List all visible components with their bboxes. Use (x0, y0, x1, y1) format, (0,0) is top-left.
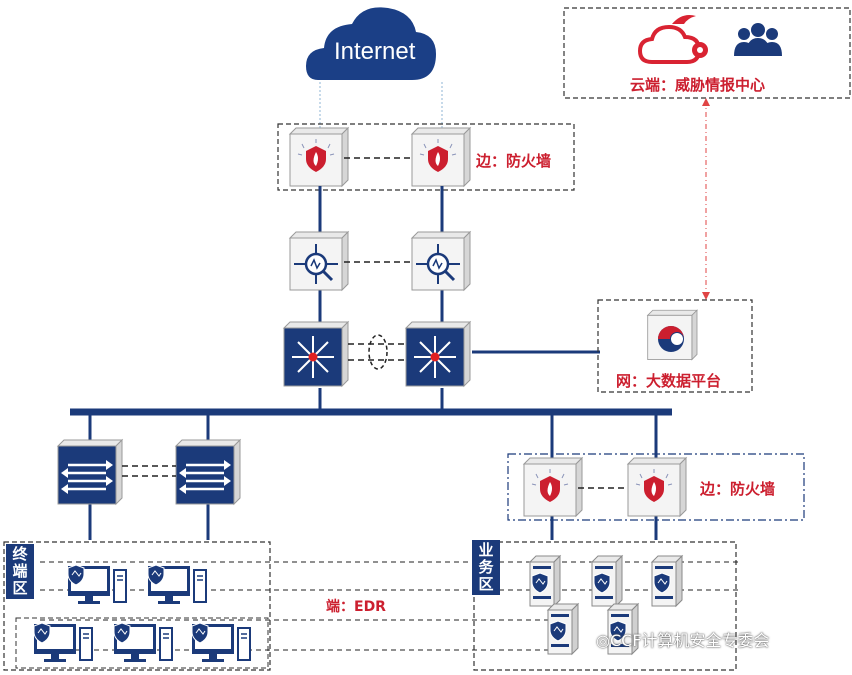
probe-icon (290, 232, 348, 290)
desktop-shield-icon (148, 565, 206, 604)
access-switch-icon (176, 440, 240, 504)
firewall-icon (628, 458, 686, 516)
big-data-group (597, 299, 753, 393)
desktop-shield-icon (192, 623, 250, 662)
terminal-zone-tag: 终端区 (6, 544, 34, 599)
big-data-icon (647, 309, 698, 360)
cloud-intel-group (563, 7, 851, 99)
users-icon (734, 23, 782, 56)
desktop-shield-icon (68, 565, 126, 604)
watermark: ◎CCF计算机安全专委会 (596, 627, 770, 651)
top-firewall-group (277, 123, 575, 191)
server-shield-icon (592, 556, 622, 606)
terminal-zone (3, 541, 271, 671)
internet-label: Internet (334, 38, 416, 65)
edr-label: 端：EDR (326, 599, 386, 615)
firewall-icon (524, 458, 582, 516)
access-switch-icon (58, 440, 122, 504)
cloud-intel-label: 云端：威胁情报中心 (630, 76, 766, 94)
edge-firewall-right-label: 边：防火墙 (700, 480, 776, 498)
internet-cloud-icon (306, 7, 436, 80)
server-shield-icon (530, 556, 560, 606)
big-data-label: 网：大数据平台 (616, 372, 722, 390)
desktop-shield-icon (34, 623, 92, 662)
wechat-icon: ◎ (596, 631, 610, 650)
desktop-shield-icon (114, 623, 172, 662)
business-zone-tag: 业务区 (472, 540, 500, 595)
red-cloud-icon (637, 15, 708, 64)
firewall-icon (290, 128, 348, 186)
watermark-text: CCF计算机安全专委会 (609, 631, 770, 650)
server-shield-icon (548, 604, 578, 654)
server-shield-icon (652, 556, 682, 606)
core-switch-icon (284, 322, 348, 386)
business-zone (473, 541, 737, 671)
core-switch-icon (406, 322, 470, 386)
edge-firewall-top-label: 边：防火墙 (476, 152, 552, 170)
right-firewall-group (507, 453, 805, 521)
firewall-icon (412, 128, 470, 186)
probe-icon (412, 232, 470, 290)
